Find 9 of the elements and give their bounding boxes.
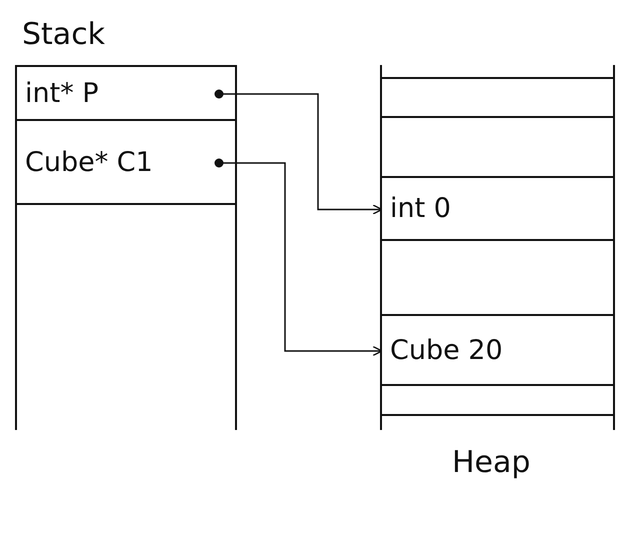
column-heading: Stack [22, 17, 106, 52]
empty-memory-cell [382, 77, 613, 118]
cell-label: int 0 [389, 193, 451, 224]
pointer-arrow [214, 158, 383, 356]
cell-label: Cube* C1 [24, 146, 153, 178]
column-heading: Heap [452, 445, 530, 480]
cell-label: int* P [24, 78, 99, 108]
cell-label: Cube 20 [389, 334, 503, 366]
pointer-arrow [214, 90, 383, 215]
